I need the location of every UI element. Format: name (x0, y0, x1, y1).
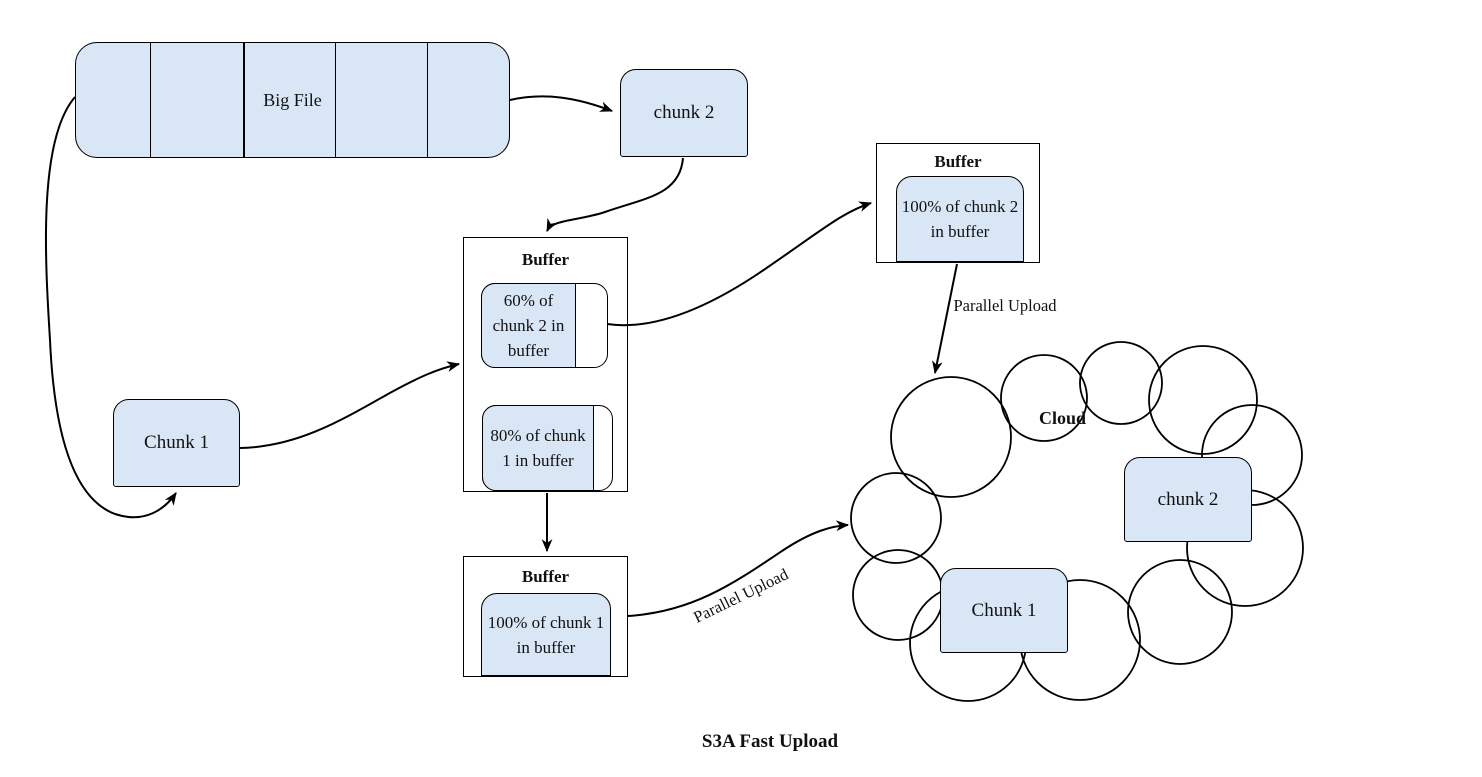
cloud-bump (850, 472, 942, 564)
cloud-bump (1148, 345, 1258, 455)
chunk2-buffer-frame: Buffer 100% of chunk 2 in buffer (876, 143, 1040, 263)
arrow-chunk1-to-central-buffer (239, 361, 461, 449)
arrow-buffer60-to-chunk2-buffer (606, 201, 873, 327)
cloud-bump (1000, 354, 1088, 442)
arrow-bigfile-to-chunk1 (44, 96, 177, 519)
arrow-chunk2-to-central-buffer (546, 157, 684, 232)
cloud-label: Cloud (1038, 408, 1087, 428)
chunk2-source-label: chunk 2 (653, 102, 715, 123)
buffer-item-fill: 60% of chunk 2 in buffer (481, 283, 576, 368)
buffer-item-chunk2-60: 60% of chunk 2 in buffer (481, 283, 608, 368)
chunk1-buffer-frame: Buffer 100% of chunk 1 in buffer (463, 556, 628, 677)
chunk1-source-label: Chunk 1 (144, 432, 209, 453)
big-file-node: Big File (75, 42, 510, 158)
buffer-item-label: 60% of chunk 2 in buffer (492, 291, 565, 360)
cloud-chunk2-node: chunk 2 (1124, 457, 1252, 542)
segment-divider (426, 43, 429, 157)
central-buffer-frame: Buffer 60% of chunk 2 in buffer 80% of c… (463, 237, 628, 492)
cloud-chunk2-label: chunk 2 (1157, 488, 1219, 510)
chunk1-source-node: Chunk 1 (113, 399, 240, 487)
chunk1-buffer-fill: 100% of chunk 1 in buffer (481, 593, 611, 676)
cloud-chunk1-label: Chunk 1 (971, 599, 1037, 621)
buffer-item-fill: 80% of chunk 1 in buffer (482, 405, 594, 491)
chunk2-buffer-title: Buffer (934, 152, 982, 171)
chunk1-buffer-label: 100% of chunk 1 in buffer (487, 612, 605, 657)
central-buffer-title: Buffer (521, 250, 570, 269)
chunk2-source-node: chunk 2 (620, 69, 748, 157)
segment-divider (149, 43, 151, 157)
cloud-bump (890, 376, 1012, 498)
parallel-upload-label-top: Parallel Upload (953, 296, 1057, 315)
arrow-chunk2-buffer-to-cloud (932, 263, 958, 375)
cloud-bump (1201, 404, 1303, 506)
arrow-bigfile-to-chunk2 (509, 95, 614, 112)
segment-divider (334, 43, 337, 157)
big-file-label: Big File (263, 89, 322, 110)
diagram-title: S3A Fast Upload (701, 731, 839, 752)
chunk2-buffer-label: 100% of chunk 2 in buffer (901, 197, 1019, 241)
buffer-item-chunk1-80: 80% of chunk 1 in buffer (482, 405, 613, 491)
cloud-chunk1-node: Chunk 1 (940, 568, 1068, 653)
buffer-item-label: 80% of chunk 1 in buffer (490, 426, 586, 470)
chunk1-buffer-title: Buffer (521, 567, 570, 586)
segment-divider (243, 43, 245, 157)
cloud-bump (1079, 341, 1163, 425)
cloud-bump (1127, 559, 1233, 665)
arrow-chunk1-buffer-to-cloud (627, 520, 850, 617)
chunk2-buffer-fill: 100% of chunk 2 in buffer (896, 176, 1024, 262)
